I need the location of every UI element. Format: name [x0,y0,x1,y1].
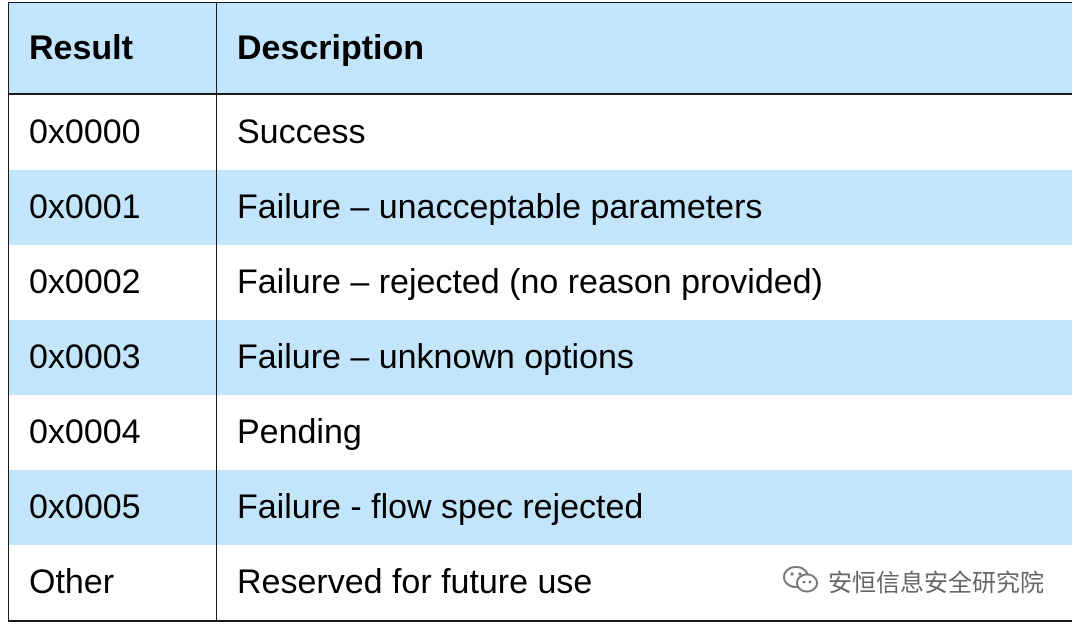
watermark-text: 安恒信息安全研究院 [828,568,1044,597]
watermark: 安恒信息安全研究院 [782,560,1044,600]
result-code-cell: 0x0000 [8,94,217,170]
column-header-result: Result [8,2,217,95]
table-header-row: Result Description [8,2,1072,95]
result-code-cell: 0x0005 [8,470,217,545]
result-code-cell: 0x0003 [8,320,217,395]
description-cell: Failure – rejected (no reason provided) [216,245,1072,320]
description-cell: Reserved for future use [216,545,1072,622]
description-cell: Pending [216,395,1072,470]
description-cell: Failure – unacceptable parameters [216,170,1072,245]
description-cell: Success [216,94,1072,170]
result-code-cell: 0x0002 [8,245,217,320]
result-code-cell: 0x0001 [8,170,217,245]
description-cell: Failure - flow spec rejected [216,470,1072,545]
description-cell: Failure – unknown options [216,320,1072,395]
column-header-description: Description [216,2,1072,95]
result-code-cell: Other [8,545,217,622]
result-code-cell: 0x0004 [8,395,217,470]
wechat-icon [782,564,820,596]
